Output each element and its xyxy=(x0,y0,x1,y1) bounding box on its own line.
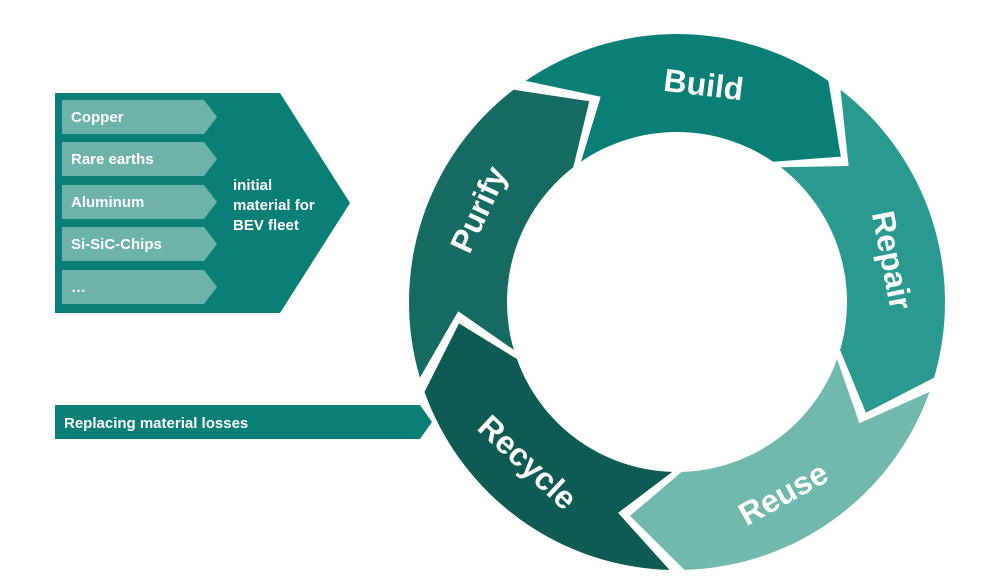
material-tag xyxy=(62,227,217,261)
material-label-more: … xyxy=(71,279,86,296)
material-label-aluminum: Aluminum xyxy=(71,194,144,211)
cycle-segment-recycle xyxy=(424,323,673,570)
material-item-more: … xyxy=(62,270,217,304)
cycle-segment-repair xyxy=(780,89,945,413)
material-tag xyxy=(62,100,217,134)
losses-arrow xyxy=(55,405,432,439)
materials-caption-line-1: initial xyxy=(233,177,272,194)
cycle-segment-build xyxy=(525,34,841,162)
cycle-segment-purify xyxy=(409,89,590,378)
material-list: Copper Rare earths Aluminum Si-SiC-Chips… xyxy=(62,100,217,304)
material-item-copper: Copper xyxy=(62,100,217,134)
cycle-ring xyxy=(409,34,945,570)
material-item-si-sic-chips: Si-SiC-Chips xyxy=(62,227,217,261)
material-label-rare-earths: Rare earths xyxy=(71,151,154,168)
cycle-segment-reuse xyxy=(630,359,930,570)
materials-panel: Copper Rare earths Aluminum Si-SiC-Chips… xyxy=(55,93,350,313)
material-tag xyxy=(62,142,217,176)
material-tag xyxy=(62,185,217,219)
material-item-aluminum: Aluminum xyxy=(62,185,217,219)
material-item-rare-earths: Rare earths xyxy=(62,142,217,176)
losses-panel: Replacing material losses xyxy=(55,405,432,439)
materials-caption-line-3: BEV fleet xyxy=(233,217,299,234)
losses-label: Replacing material losses xyxy=(64,415,248,432)
materials-caption-line-2: material for xyxy=(233,197,315,214)
materials-caption: initial material for BEV fleet xyxy=(233,177,319,234)
material-label-si-sic-chips: Si-SiC-Chips xyxy=(71,236,162,253)
material-label-copper: Copper xyxy=(71,109,124,126)
material-tag xyxy=(62,270,217,304)
